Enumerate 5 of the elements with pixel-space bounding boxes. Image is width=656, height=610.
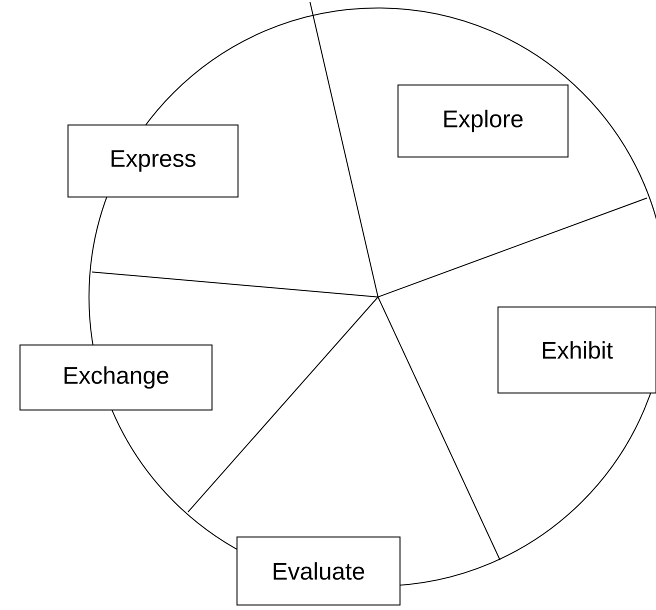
label-box: Explore [398,84,568,158]
label-box: Express [68,124,238,198]
label-box: Exchange [20,344,212,410]
label-box: Evaluate [236,536,400,606]
label-box: Exhibit [498,306,656,394]
